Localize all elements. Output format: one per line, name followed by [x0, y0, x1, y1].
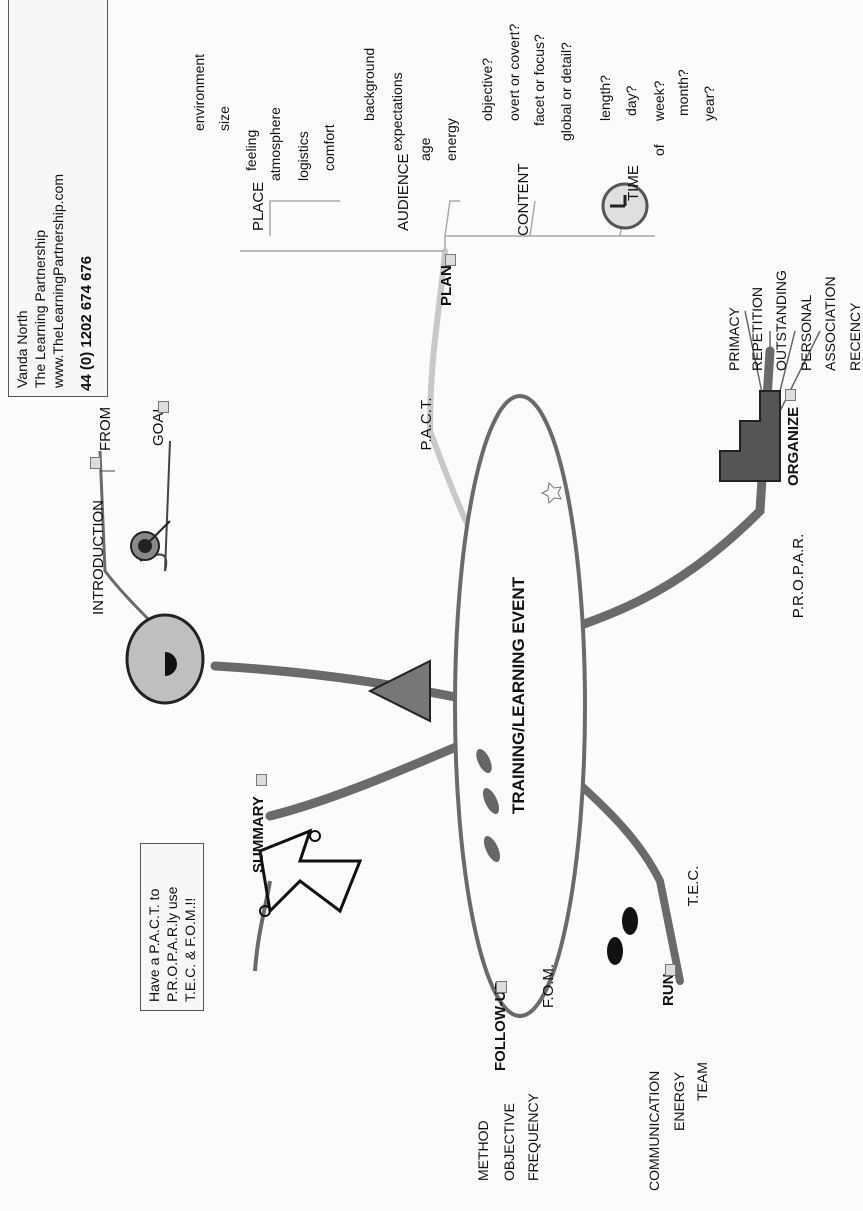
- audience-label: AUDIENCE: [395, 153, 412, 231]
- propar-tag: P.R.O.P.A.R.: [790, 533, 807, 619]
- organize-label: ORGANIZE: [785, 406, 802, 486]
- note-icon[interactable]: [496, 981, 507, 993]
- crown-icon: [258, 828, 363, 917]
- laughing-face-icon: [125, 613, 205, 705]
- content-item: global or detail?: [558, 42, 574, 141]
- note-icon[interactable]: [158, 401, 169, 413]
- time-label: TIME: [625, 165, 642, 201]
- target-icon: [130, 520, 171, 561]
- organize-item: REPETITION: [749, 286, 765, 371]
- organize-item: PRIMACY: [726, 307, 742, 371]
- followup-label: FOLLOW-UP: [492, 980, 509, 1071]
- place-item: comfort: [321, 124, 337, 171]
- place-item: feeling: [243, 129, 259, 171]
- place-item: logistics: [295, 131, 311, 181]
- summary-note-line: Have a P.A.C.T. to: [146, 888, 162, 1002]
- followup-item: OBJECTIVE: [501, 1103, 517, 1181]
- branch-summary: [265, 736, 475, 821]
- summary-label: SUMMARY: [250, 796, 267, 873]
- fom-tag: F.O.M.: [540, 963, 557, 1009]
- note-icon[interactable]: [785, 389, 796, 401]
- content-item: facet or focus?: [531, 34, 547, 126]
- contact-web[interactable]: www.TheLearningPartnership.com: [50, 174, 66, 388]
- time-item: month?: [675, 69, 691, 116]
- summary-note: Have a P.A.C.T. to P.R.O.P.A.R.ly use T.…: [140, 843, 204, 1011]
- center-title: TRAINING/LEARNING EVENT: [509, 576, 528, 814]
- run-item: COMMUNICATION: [646, 1070, 662, 1191]
- summary-note-line: T.E.C. & F.O.M.!!: [182, 897, 198, 1002]
- place-label: PLACE: [250, 181, 267, 231]
- time-item: year?: [701, 85, 717, 121]
- branch-organize: [560, 346, 775, 636]
- place-item: size: [216, 106, 232, 131]
- time-item: week?: [651, 80, 667, 121]
- followup-item: METHOD: [475, 1120, 491, 1181]
- followup-item: FREQUENCY: [525, 1093, 541, 1181]
- pact-tag: P.A.C.T.: [418, 397, 435, 451]
- summary-note-line: P.R.O.P.A.R.ly use: [164, 886, 180, 1002]
- content-item: overt or covert?: [506, 23, 522, 121]
- run-item: TEAM: [694, 1062, 710, 1101]
- time-of: of: [651, 144, 667, 156]
- content-item: objective?: [479, 57, 495, 121]
- stairs-icon: [719, 390, 781, 482]
- note-icon[interactable]: [90, 457, 101, 469]
- branch-intro: [210, 661, 480, 706]
- contact-phone: 44 (0) 1202 674 676: [78, 255, 95, 391]
- organize-item: RECENCY: [847, 302, 863, 371]
- clock-icon: [601, 182, 649, 230]
- audience-item: energy: [443, 118, 459, 161]
- center-node: [453, 394, 587, 1018]
- note-icon[interactable]: [445, 254, 456, 266]
- branch-summary-line: [253, 880, 272, 972]
- star-icon: [540, 481, 562, 505]
- branch-plan: [426, 248, 483, 554]
- time-length: length?: [597, 75, 613, 121]
- organize-item: ASSOCIATION: [822, 276, 838, 371]
- content-label: CONTENT: [515, 163, 532, 237]
- note-icon[interactable]: [665, 964, 676, 976]
- audience-item: age: [417, 137, 433, 161]
- run-item: ENERGY: [671, 1071, 687, 1131]
- footprints-icon: [607, 907, 638, 965]
- time-item: day?: [623, 85, 639, 116]
- organize-item: OUTSTANDING: [773, 270, 789, 371]
- intro-label: INTRODUCTION: [90, 500, 107, 615]
- place-item: atmosphere: [267, 107, 283, 181]
- audience-item: background: [361, 47, 377, 121]
- audience-item: expectations: [389, 72, 405, 151]
- run-label: RUN: [660, 973, 677, 1007]
- organize-item: PERSONAL: [798, 294, 814, 371]
- from-label: FROM: [97, 406, 114, 451]
- contact-org: The Learning Partnership: [32, 230, 48, 388]
- plan-label: PLAN: [438, 265, 455, 306]
- note-icon[interactable]: [256, 774, 267, 786]
- audience-tree-icon: [367, 659, 431, 723]
- contact-name: Vanda North: [14, 310, 30, 388]
- tec-tag: T.E.C.: [685, 865, 702, 907]
- place-item: environment: [191, 53, 207, 131]
